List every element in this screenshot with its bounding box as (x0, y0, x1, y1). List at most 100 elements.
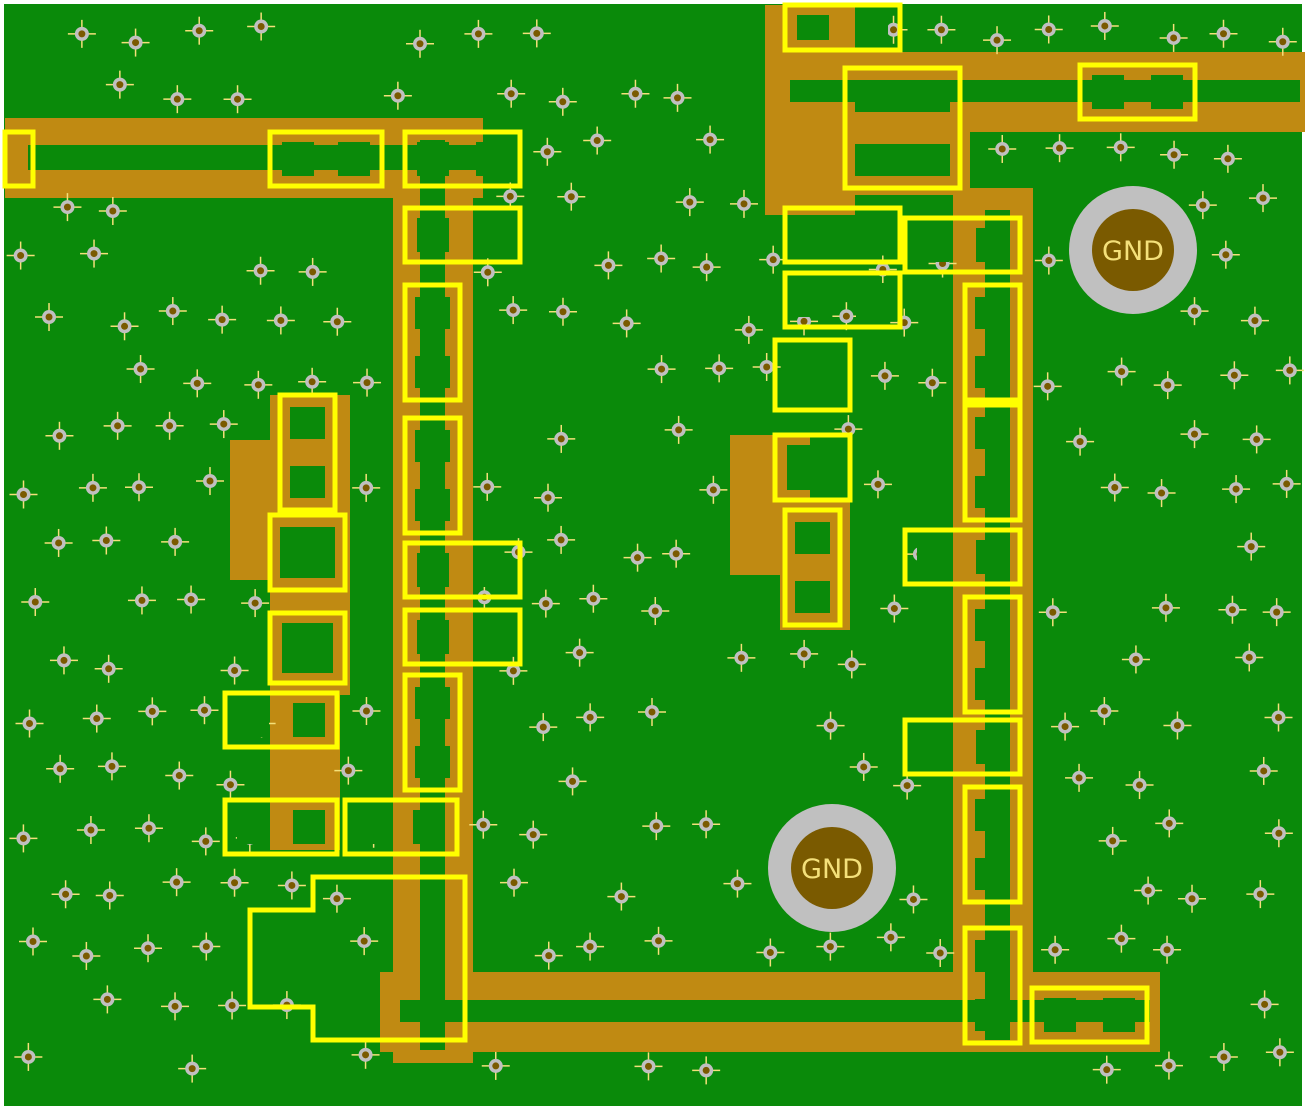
via (383, 81, 412, 110)
via (548, 297, 577, 326)
via (1134, 876, 1163, 905)
via-hole (394, 92, 402, 100)
via-hole (1056, 144, 1064, 152)
via (1090, 11, 1119, 40)
gnd-pad-hole (791, 827, 873, 909)
via-hole (45, 313, 53, 321)
via-hole (187, 596, 195, 604)
pad (1103, 998, 1135, 1032)
via (190, 696, 219, 725)
pad (975, 417, 1010, 449)
via-hole (631, 90, 639, 98)
pad (237, 810, 269, 844)
via-hole (344, 767, 352, 775)
via-hole (234, 95, 242, 103)
gnd-pad-2[interactable]: GND (768, 804, 896, 932)
via-hole (1144, 887, 1152, 895)
via (352, 473, 381, 502)
via (464, 19, 493, 48)
via (696, 125, 725, 154)
component-outline (267, 610, 348, 686)
via (1237, 532, 1266, 561)
via-hole (1283, 480, 1291, 488)
via (621, 79, 650, 108)
via (1051, 712, 1080, 741)
via (127, 586, 156, 615)
component-outline (2, 129, 36, 189)
trace-gap (28, 145, 478, 170)
component-outline (342, 797, 460, 857)
via (497, 79, 526, 108)
pad (417, 620, 449, 654)
via (647, 355, 676, 384)
via-hole (17, 252, 25, 260)
via (522, 19, 551, 48)
via (983, 26, 1012, 55)
via (94, 654, 123, 683)
via (163, 85, 192, 114)
via-hole (604, 261, 612, 269)
via (1100, 473, 1129, 502)
via (76, 816, 105, 845)
via-hole (102, 536, 110, 544)
via (9, 480, 38, 509)
via (637, 697, 666, 726)
via (298, 367, 327, 396)
via-hole (1286, 366, 1294, 374)
via (1249, 756, 1278, 785)
via-hole (206, 477, 214, 485)
via (51, 880, 80, 909)
via (192, 932, 221, 961)
via-hole (860, 763, 868, 771)
pad (415, 430, 450, 462)
via-hole (1191, 430, 1199, 438)
via (849, 752, 878, 781)
via (1275, 356, 1304, 385)
via (158, 297, 187, 326)
via (208, 305, 237, 334)
via (241, 589, 270, 618)
component-outline (1077, 62, 1198, 122)
via-hole (557, 536, 565, 544)
via-hole (1101, 22, 1109, 30)
via-hole (202, 942, 210, 950)
via (185, 16, 214, 45)
via-hole (567, 193, 575, 201)
via-hole (1276, 1048, 1284, 1056)
via (162, 868, 191, 897)
via (1220, 361, 1249, 390)
via-hole (137, 365, 145, 373)
via (124, 473, 153, 502)
via-hole (1164, 381, 1172, 389)
gnd-pad-1[interactable]: GND (1069, 186, 1197, 314)
via (1092, 1055, 1121, 1084)
via-hole (658, 365, 666, 373)
via-hole (144, 944, 152, 952)
via-hole (254, 381, 262, 389)
pad (1092, 75, 1124, 109)
via (723, 869, 752, 898)
via (547, 525, 576, 554)
via-hole (1163, 946, 1171, 954)
via (103, 411, 132, 440)
via-hole (644, 1062, 652, 1070)
component (962, 784, 1023, 905)
via-hole (674, 94, 682, 102)
via-hole (82, 952, 90, 960)
pad (413, 810, 445, 844)
via-hole (1076, 438, 1084, 446)
via (1242, 425, 1271, 454)
via-hole (703, 263, 711, 271)
via (579, 584, 608, 613)
via (870, 361, 899, 390)
via (49, 646, 78, 675)
via-hole (55, 539, 63, 547)
via-hole (909, 895, 917, 903)
pad (975, 609, 1010, 641)
via-hole (1253, 435, 1261, 443)
via (323, 307, 352, 336)
via-hole (60, 656, 68, 664)
via-hole (559, 308, 567, 316)
